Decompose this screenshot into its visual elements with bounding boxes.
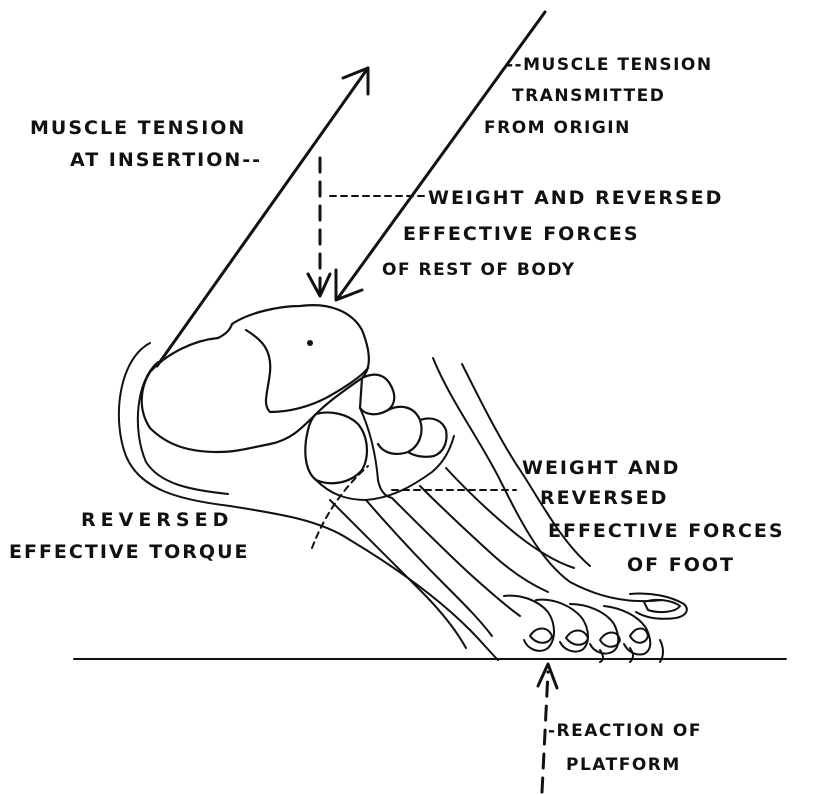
label-foot-weight-line2: REVERSED xyxy=(540,489,668,508)
label-foot-weight-line4: OF FOOT xyxy=(627,556,735,575)
label-reaction-line2: PLATFORM xyxy=(566,757,681,774)
label-origin-line3: FROM ORIGIN xyxy=(484,120,631,137)
midfoot-sole-line xyxy=(316,436,454,500)
calcaneus-bone xyxy=(142,305,369,452)
label-foot-weight-line3: EFFECTIVE FORCES xyxy=(548,522,785,541)
label-body-weight-line1: WEIGHT AND REVERSED xyxy=(428,189,723,208)
label-body-weight-line3: OF REST OF BODY xyxy=(382,262,576,279)
label-foot-weight-line1: WEIGHT AND xyxy=(522,459,680,478)
leader-torque xyxy=(312,466,368,548)
metatarsals xyxy=(330,468,574,648)
joint-point xyxy=(307,340,313,346)
label-origin-line2: TRANSMITTED xyxy=(512,88,665,105)
label-origin-line1: --MUSCLE TENSION xyxy=(506,57,713,74)
label-torque-line2: EFFECTIVE TORQUE xyxy=(9,543,250,562)
big-toe xyxy=(630,593,687,618)
label-reaction-line1: -REACTION OF xyxy=(548,723,702,740)
label-body-weight-line2: EFFECTIVE FORCES xyxy=(403,225,640,244)
talus-bone xyxy=(246,330,368,412)
cuboid-bone xyxy=(305,412,367,483)
insertion-tension-arrow xyxy=(157,68,368,366)
label-insertion-line1: MUSCLE TENSION xyxy=(30,119,246,138)
label-torque-line1: REVERSED xyxy=(81,511,233,530)
label-insertion-line2: AT INSERTION-- xyxy=(70,151,262,170)
cuneiform-bones xyxy=(378,407,447,457)
